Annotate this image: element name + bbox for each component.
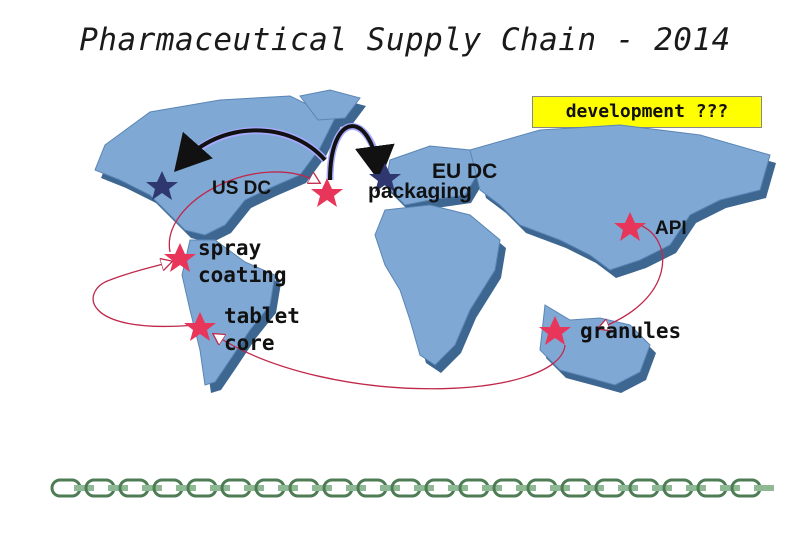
eu-dc-star: [369, 163, 401, 192]
chain-connector: [74, 485, 94, 491]
chain-connector: [618, 485, 638, 491]
spray-coating-star: [164, 243, 196, 272]
tablet-core-star: [184, 312, 216, 341]
chain-connector: [312, 485, 332, 491]
chain-connector: [550, 485, 570, 491]
africa: [374, 204, 501, 366]
flow-arrows: [92, 171, 664, 390]
chain-connector: [686, 485, 706, 491]
spray-coating-line2: coating: [198, 263, 287, 287]
development-callout: development ???: [532, 96, 762, 128]
chain-connector: [142, 485, 162, 491]
chain-connector: [482, 485, 502, 491]
north-america: [94, 95, 336, 236]
packaging-label: packaging: [368, 180, 472, 203]
eu-dc-label: EU DC: [432, 160, 498, 183]
tablet-core-line1: tablet: [224, 304, 300, 328]
flow-spray-to-packaging: [168, 171, 318, 253]
chain-connector: [176, 485, 196, 491]
flow-tablet-to-spray: [92, 262, 196, 327]
chain-connector: [278, 485, 298, 491]
chain-connector: [754, 485, 774, 491]
flow-api-to-granules: [600, 224, 664, 328]
tablet-core-label: tablet core: [224, 303, 300, 357]
api-star: [614, 212, 646, 241]
flow-granules-to-tablet: [215, 335, 566, 390]
tablet-core-line2: core: [224, 331, 275, 355]
us-dc-label: US DC: [212, 178, 272, 199]
chain-connector: [720, 485, 740, 491]
page-title: Pharmaceutical Supply Chain - 2014: [79, 22, 731, 58]
spray-coating-line1: spray: [198, 236, 262, 260]
australia: [539, 304, 651, 386]
granules-star: [539, 316, 571, 345]
chain-connector: [210, 485, 230, 491]
chain-connector: [346, 485, 366, 491]
us-dc-star: [146, 171, 178, 200]
chain-connector: [108, 485, 128, 491]
europe: [384, 145, 481, 206]
packaging-star: [311, 178, 343, 207]
asia: [469, 124, 771, 271]
greenland: [299, 89, 361, 121]
spray-coating-label: spray coating: [198, 235, 287, 289]
api-label: API: [655, 218, 687, 239]
south-america: [181, 239, 276, 386]
chain-decoration: [50, 478, 774, 498]
chain-connector: [652, 485, 672, 491]
chain-connector: [516, 485, 536, 491]
granules-label: granules: [580, 319, 682, 343]
chain-connector: [584, 485, 604, 491]
continents: [94, 89, 771, 386]
chain-connector: [448, 485, 468, 491]
stars: [146, 163, 646, 345]
chain-connector: [414, 485, 434, 491]
chain-connector: [244, 485, 264, 491]
chain-connector: [380, 485, 400, 491]
